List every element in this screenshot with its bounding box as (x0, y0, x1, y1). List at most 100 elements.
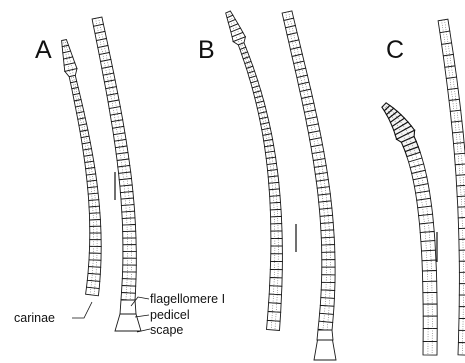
flagellomere-segment (89, 213, 100, 220)
flagellomere-segment (321, 237, 334, 245)
antenna-b-base (314, 330, 336, 360)
flagellomere-segment (459, 239, 465, 250)
flagellomere-segment (90, 233, 101, 240)
flagellomere-segment (270, 196, 281, 204)
scape-shape (314, 340, 336, 360)
flagellomere-segment (121, 293, 135, 301)
flagellomere-segment (123, 225, 136, 232)
flagellomere-segment (271, 254, 283, 262)
flagellomere-segment (271, 231, 282, 239)
flagellomere-segment (90, 226, 101, 233)
flagellomere-segment (270, 269, 282, 278)
flagellomere-segment (86, 287, 100, 296)
antenna-c-right (438, 19, 465, 355)
flagellomere-segment (123, 265, 137, 272)
flagellomere-segment (421, 241, 436, 251)
flagellomere-segment (423, 342, 437, 356)
flagellomere-segment (455, 164, 465, 175)
pedicel-shape (317, 330, 333, 340)
flagellomere-segment (440, 31, 452, 44)
flagellomere-segment (451, 121, 463, 133)
flagellomere-segment (90, 220, 101, 227)
flagellomere-segment (454, 143, 465, 155)
flagellomere-segment (90, 240, 102, 247)
panel-label-c: C (386, 36, 404, 64)
label-flagellomere-i: flagellomere I (150, 292, 225, 306)
flagellomere-segment (420, 232, 435, 242)
flagellomere-segment (89, 246, 101, 253)
flagellomere-segment (423, 316, 437, 329)
flagellomere-segment (423, 281, 437, 293)
flagellomere-segment (423, 304, 437, 316)
flagellomere-segment (423, 292, 437, 304)
flagellomere-segment (454, 153, 465, 165)
flagellomere-segment (123, 231, 136, 238)
flagellomere-segment (458, 343, 465, 356)
panel-label-a: A (35, 36, 52, 64)
flagellomere-segment (320, 215, 333, 223)
antenna-a-base (115, 300, 141, 331)
flagellomere-segment (322, 267, 335, 275)
flagellomere-segment (270, 209, 281, 217)
flagellomere-segment (453, 132, 465, 144)
flagellomere-segment (270, 278, 283, 287)
antenna-c-left (382, 103, 437, 355)
flagellomere-segment (458, 207, 465, 218)
flagellomere-segment (423, 329, 437, 342)
flagellomere-segment (422, 271, 436, 282)
flagellomere-segment (321, 223, 334, 231)
pedicel-leader (135, 315, 149, 317)
antenna-b-left (226, 11, 283, 331)
flagellomere-segment (271, 216, 282, 224)
flagellomere-segment (318, 321, 333, 331)
flagellomere-segment (459, 284, 465, 295)
flagellomere-segment (271, 224, 282, 232)
flagellomere-segment (445, 66, 457, 79)
flagellomere-segment (267, 320, 281, 330)
flagellomere-segment (268, 303, 281, 313)
flagellomere-segment (271, 246, 283, 254)
flagellomere-segment (89, 206, 100, 213)
flagellomere-segment (459, 272, 465, 283)
label-pedicel: pedicel (150, 308, 190, 322)
flagellomere-segment (89, 260, 102, 268)
antenna-a-left (62, 40, 102, 296)
flagellomere-segment (422, 250, 436, 261)
flagellomere-segment (122, 286, 136, 294)
flagellomere-segment (422, 260, 436, 271)
flagellomere-segment (438, 19, 450, 33)
flagellomere-segment (267, 312, 280, 322)
flagellomere-segment (123, 251, 136, 258)
flagellomere-segment (459, 228, 465, 239)
flagellomere-segment (321, 290, 335, 299)
flagellomere-segment (459, 307, 465, 319)
flagellomere-segment (269, 286, 282, 295)
flagellomere-segment (320, 298, 334, 307)
flagellomere-segment (322, 252, 335, 260)
flagellomere-segment (459, 318, 465, 330)
flagellomere-segment (123, 245, 136, 252)
flagellomere-segment (450, 110, 462, 122)
flagellomere-segment (448, 88, 460, 100)
flagellomere-segment (321, 230, 334, 238)
flagellomere-segment (446, 77, 458, 90)
flagellomere-segment (420, 223, 435, 233)
flagellomere-segment (459, 295, 465, 307)
carinae-leader (72, 302, 92, 318)
flagellomere-segment (458, 330, 465, 343)
antenna-b-right (282, 11, 335, 331)
flagellomere-segment (322, 275, 336, 283)
flagellomere-segment (122, 218, 135, 225)
flagellomere-segment (271, 238, 282, 246)
flagellomere-segment (322, 245, 335, 253)
flagellomere-segment (270, 262, 282, 270)
flagellomere-segment (89, 253, 101, 260)
flagellomere-segment (123, 238, 136, 245)
antennae-group (62, 11, 465, 360)
label-carinae: carinae (14, 311, 55, 325)
flagellomere-segment (269, 294, 282, 303)
flagellomere-segment (123, 258, 137, 265)
flagellomere-segment (122, 272, 136, 279)
